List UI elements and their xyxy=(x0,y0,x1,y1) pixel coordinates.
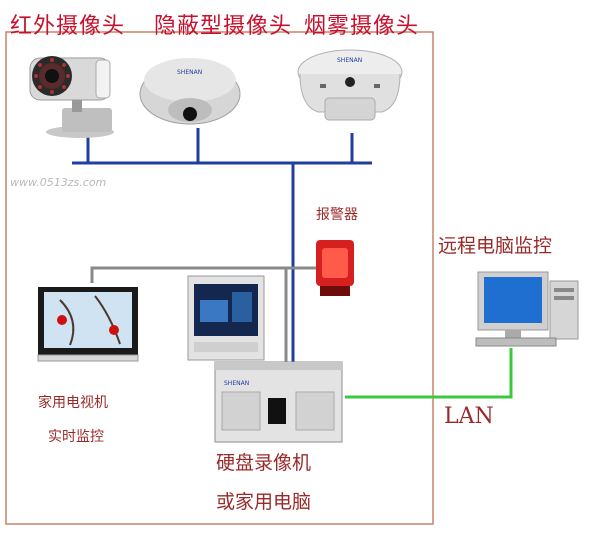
dvr-icon: SHENAN xyxy=(214,361,343,443)
remote-label: 远程电脑监控 xyxy=(438,235,553,257)
recorder-label-line2: 或家用电脑 xyxy=(216,491,312,513)
watermark: www.0513zs.com xyxy=(10,176,107,189)
smoke-camera-icon: SHENAN xyxy=(297,49,403,121)
smoke-camera-label: 烟雾摄像头 xyxy=(304,14,420,39)
dvr-brand: SHENAN xyxy=(224,380,249,387)
smoke-camera-brand: SHENAN xyxy=(337,57,362,64)
infrared-camera-label: 红外摄像头 xyxy=(10,14,126,39)
dome-camera-label: 隐蔽型摄像头 xyxy=(154,14,293,39)
infrared-camera-icon xyxy=(29,56,114,138)
crt-monitor-icon xyxy=(187,275,265,361)
alarm-label: 报警器 xyxy=(316,207,358,223)
tv-icon xyxy=(37,287,139,362)
gray-links xyxy=(90,266,322,362)
dome-camera-icon: SHENAN xyxy=(139,58,241,125)
tv-label-line1: 家用电视机 xyxy=(38,395,108,411)
system-frame xyxy=(5,31,434,525)
desktop-computer-icon xyxy=(475,271,579,347)
lan-link xyxy=(345,348,513,399)
camera-bus xyxy=(72,128,372,362)
siren-icon xyxy=(316,240,354,296)
dome-camera-brand: SHENAN xyxy=(177,69,202,76)
recorder-label-line1: 硬盘录像机 xyxy=(216,452,312,474)
lan-label: LAN xyxy=(444,404,494,429)
tv-label-line2: 实时监控 xyxy=(48,429,104,445)
